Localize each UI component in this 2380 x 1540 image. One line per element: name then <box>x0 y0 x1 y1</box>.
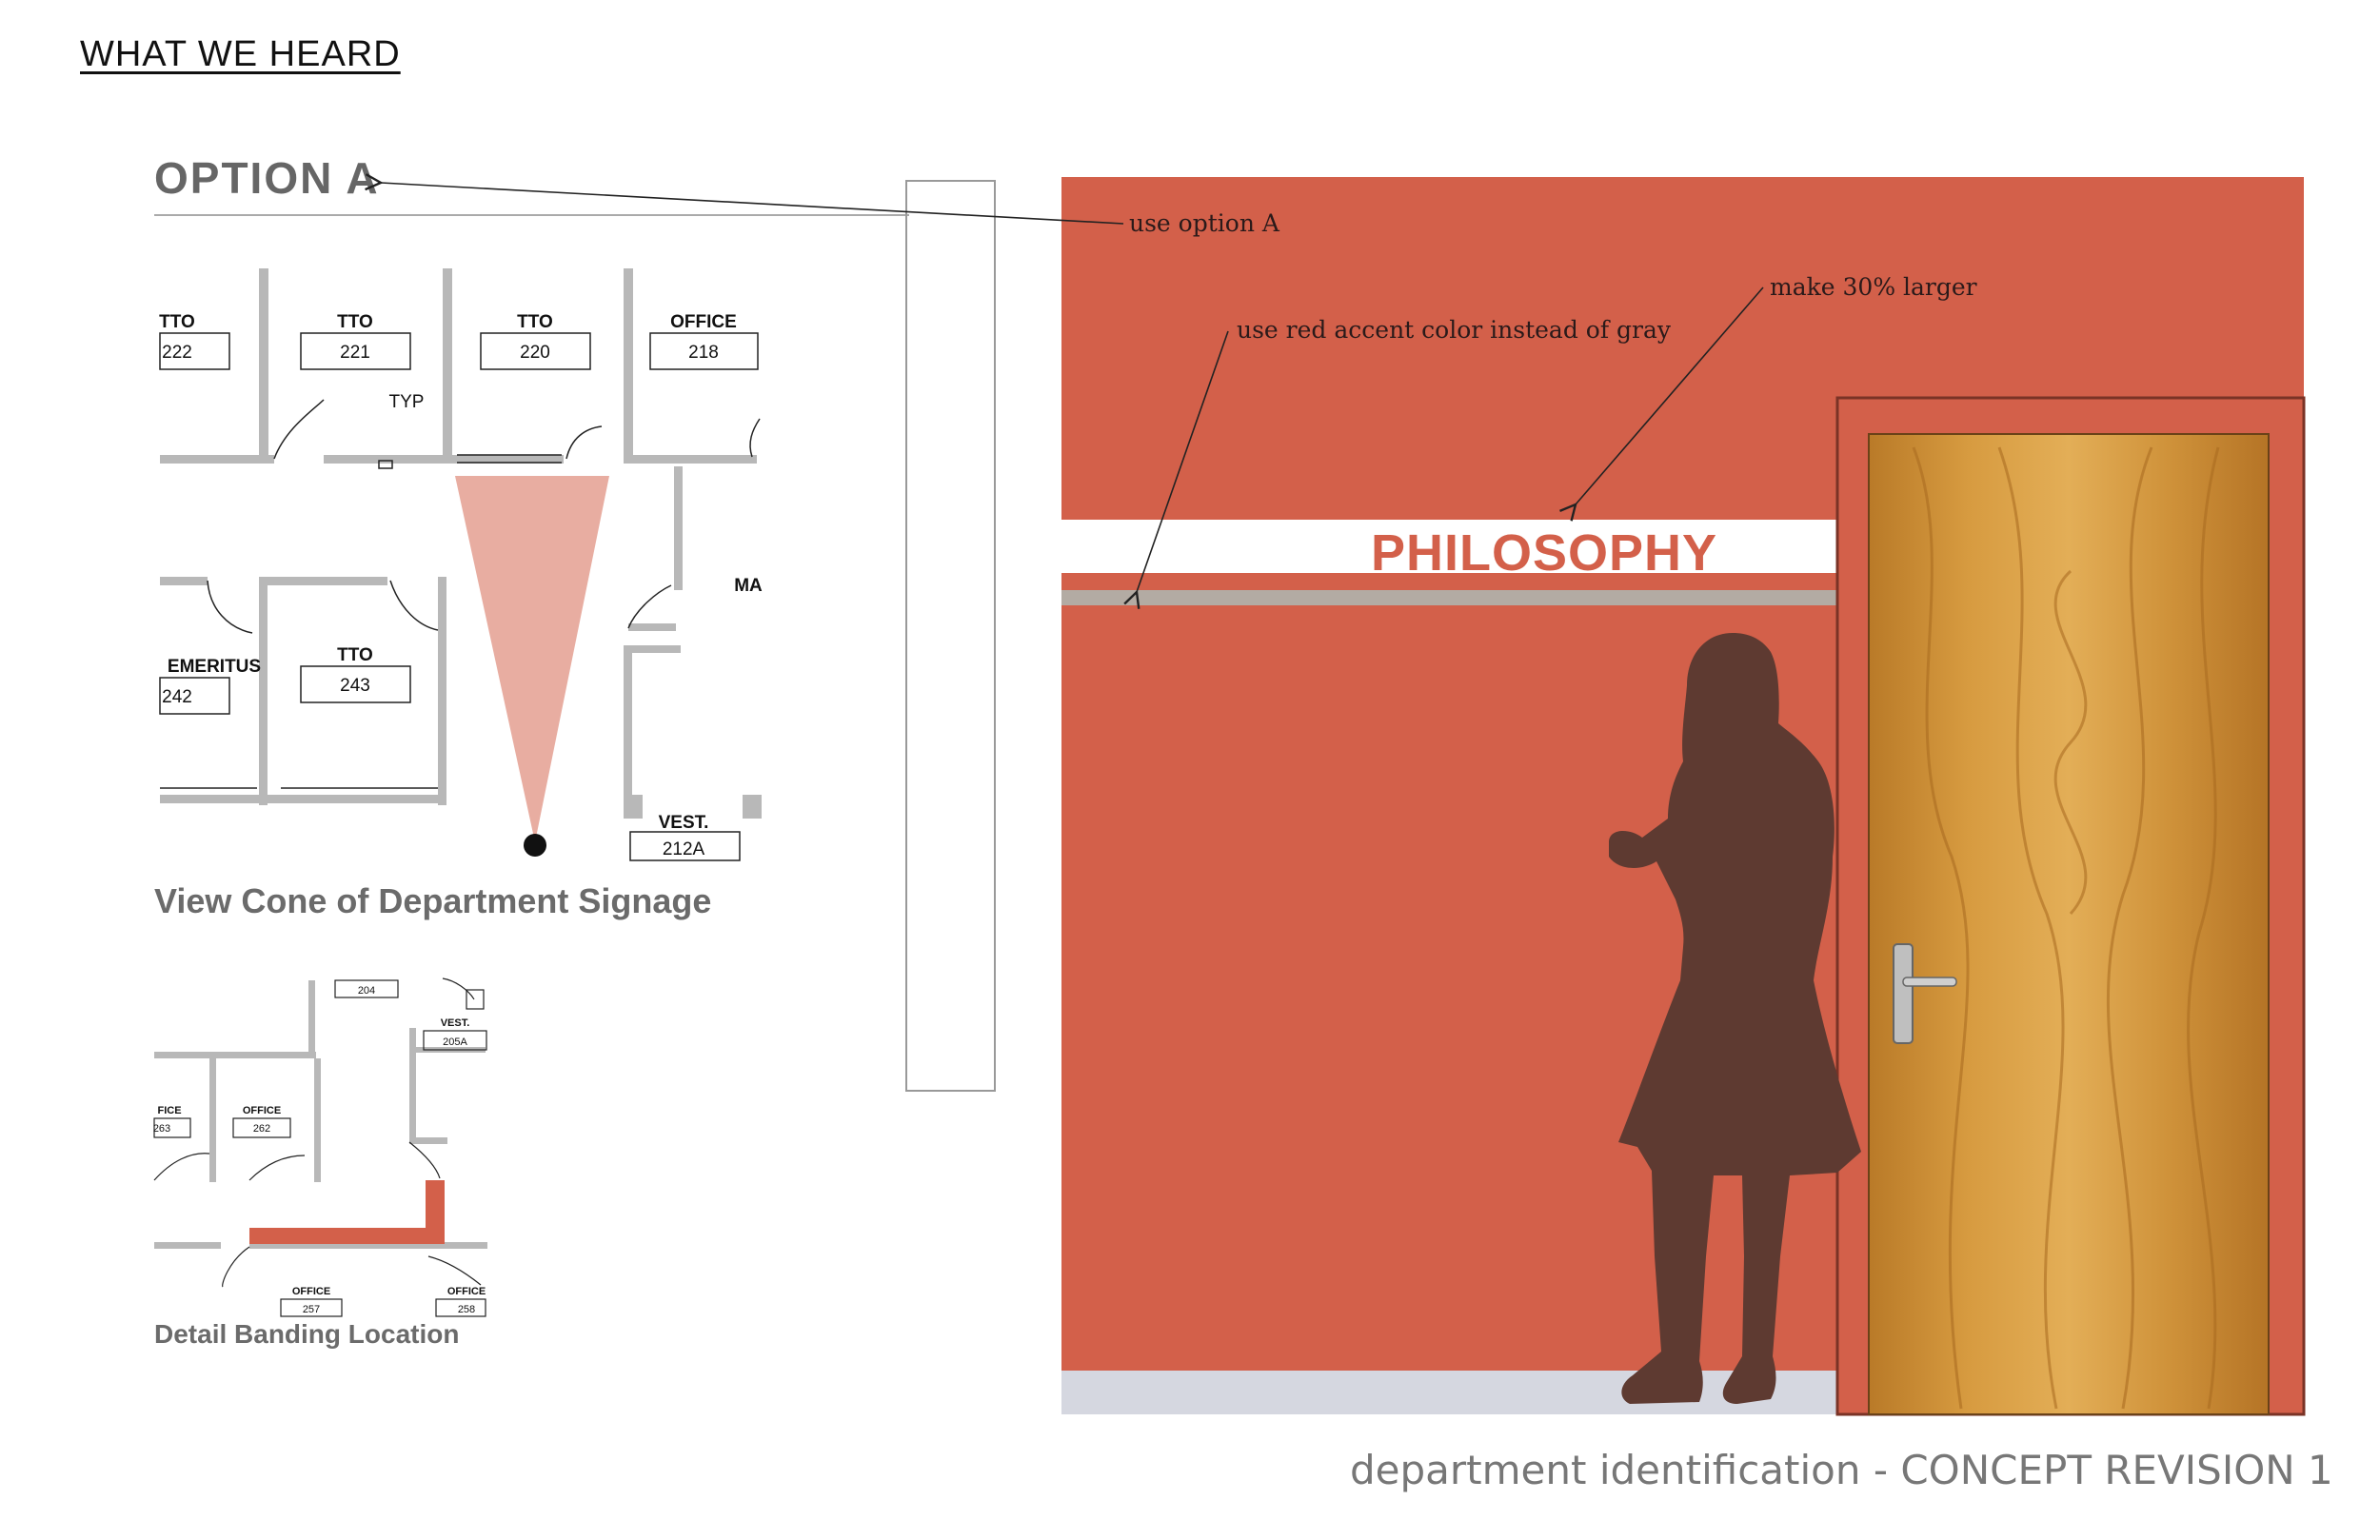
footer-title: department identification - CONCEPT REVI… <box>1350 1447 2333 1493</box>
view-cone <box>455 476 609 842</box>
banding-room-258-name: OFFICE <box>447 1286 486 1297</box>
banding-red-vertical <box>426 1180 445 1242</box>
partial-room-label: MA <box>734 576 763 596</box>
typ-label: TYP <box>389 392 425 412</box>
room-name-222: TTO <box>159 312 195 332</box>
door-handle-plate <box>1893 943 1914 1044</box>
room-number-242: 242 <box>162 687 192 707</box>
room-number-212a: 212A <box>663 839 705 859</box>
door <box>1868 433 2270 1415</box>
floor-plan-top: TTO TTO TTO OFFICE EMERITUS TTO VEST. MA… <box>159 268 763 861</box>
note-make-larger: make 30% larger <box>1770 273 1977 301</box>
view-cone-caption: View Cone of Department Signage <box>154 881 712 920</box>
room-number-220: 220 <box>520 343 550 363</box>
floor-plan-bottom: 204 VEST. 205A FICE 263 OFFICE 262 OFFIC… <box>153 977 487 1317</box>
room-number-218: 218 <box>688 343 719 363</box>
viewer-dot <box>524 834 546 857</box>
floor-strip <box>1061 1371 1837 1414</box>
sign-band <box>1061 520 1837 573</box>
leader-option-a <box>365 173 1124 225</box>
banding-room-257-name: OFFICE <box>292 1286 330 1297</box>
banding-room-205a-number: 205A <box>443 1037 467 1048</box>
leader-larger <box>1559 286 1764 522</box>
room-name-242: EMERITUS <box>168 657 261 677</box>
banding-room-205a-name: VEST. <box>441 1017 470 1029</box>
banding-room-263-name: FICE <box>157 1105 181 1116</box>
leader-accent <box>1123 330 1229 609</box>
department-sign-text: PHILOSOPHY <box>1371 524 1718 582</box>
wall-elevation <box>1061 177 2306 1416</box>
room-name-218: OFFICE <box>670 312 737 332</box>
room-name-221: TTO <box>337 312 373 332</box>
note-red-accent: use red accent color instead of gray <box>1237 316 1672 344</box>
banding-caption: Detail Banding Location <box>154 1319 460 1349</box>
room-name-243: TTO <box>337 645 373 665</box>
room-number-243: 243 <box>340 676 370 696</box>
wood-grain <box>1912 446 2220 1410</box>
side-frame <box>905 180 996 1092</box>
person-silhouette <box>1609 633 1861 1404</box>
room-name-220: TTO <box>517 312 553 332</box>
banding-room-258-number: 258 <box>458 1304 475 1315</box>
door-handle <box>1902 977 1957 987</box>
room-number-221: 221 <box>340 343 370 363</box>
note-use-option-a: use option A <box>1129 209 1279 237</box>
banding-room-263-number: 263 <box>153 1123 170 1135</box>
annotation-leaders <box>365 173 1764 609</box>
banding-red-horizontal <box>249 1228 445 1244</box>
room-number-222: 222 <box>162 343 192 363</box>
option-title: OPTION A <box>154 153 380 203</box>
banding-room-262-number: 262 <box>253 1123 270 1135</box>
banding-room-262-name: OFFICE <box>243 1105 281 1116</box>
banding-room-257-number: 257 <box>303 1304 320 1315</box>
room-name-212a: VEST. <box>659 813 709 833</box>
section-title: WHAT WE HEARD <box>80 34 401 74</box>
gray-accent-band <box>1061 590 1837 605</box>
banding-room-204: 204 <box>358 985 375 997</box>
